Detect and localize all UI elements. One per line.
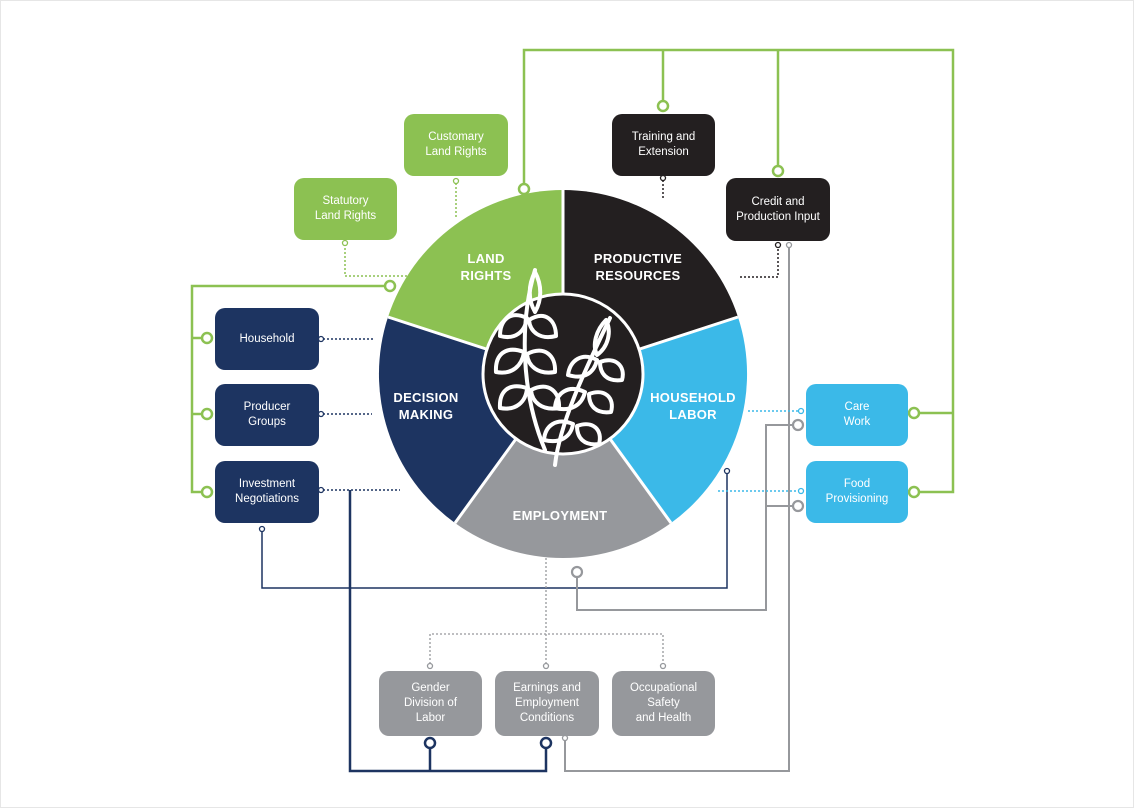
box-text-line: Care [844, 401, 870, 413]
wheat-icon [493, 268, 625, 467]
box-text-line: Production Input [736, 210, 820, 223]
box-text-line: Occupational [629, 682, 698, 694]
label-household: HOUSEHOLD [650, 390, 736, 405]
label-rights: RIGHTS [460, 268, 512, 283]
box-text-line: Land Rights [314, 210, 377, 222]
label-productive: PRODUCTIVE [593, 251, 683, 266]
label-land-rights: LAND RIGHTS [436, 250, 536, 284]
green-connectors [190, 48, 955, 494]
box-text-line: Statutory [322, 195, 369, 207]
label-decision: DECISION [393, 390, 459, 405]
label-making: MAKING [398, 407, 454, 422]
box-text-line: Customary [428, 131, 484, 143]
box-household[interactable]: Household [215, 308, 319, 370]
box-text-line: Labor [415, 712, 446, 724]
box-text-line: Land Rights [425, 146, 487, 158]
box-text-line: Negotiations [235, 493, 299, 505]
box-text-line: Conditions [519, 712, 575, 724]
label-resources: RESOURCES [595, 268, 681, 283]
segment-employment[interactable] [455, 374, 671, 559]
box-text-line: Provisioning [825, 493, 889, 505]
box-text-line: Credit and [751, 195, 805, 208]
wheel [378, 190, 748, 559]
box-text-line: Food [843, 478, 871, 490]
label-labor: LABOR [669, 407, 717, 422]
box-text-line: Safety [647, 697, 680, 709]
box-text-line: Investment [238, 478, 296, 490]
box-text-line: Earnings and [513, 682, 581, 694]
box-text-line: Work [843, 416, 871, 428]
box-text-line: Training and [631, 131, 696, 143]
box-text-line: and Health [635, 712, 692, 724]
label-productive-resources: PRODUCTIVE RESOURCES [578, 250, 698, 284]
box-text-line: Producer [243, 401, 291, 413]
box-text-line: Employment [515, 697, 579, 709]
label-household-labor: HOUSEHOLD LABOR [638, 389, 748, 423]
label-employment: EMPLOYMENT [490, 507, 630, 524]
label-decision-making: DECISION MAKING [376, 389, 476, 423]
box-text-line: Household [239, 332, 295, 345]
label-employment-text: EMPLOYMENT [512, 508, 608, 523]
label-land: LAND [467, 251, 505, 266]
box-text-line: Division of [403, 697, 458, 709]
box-text-line: Groups [248, 416, 286, 428]
box-text-line: Extension [638, 146, 689, 158]
box-text-line: Gender [411, 682, 450, 694]
